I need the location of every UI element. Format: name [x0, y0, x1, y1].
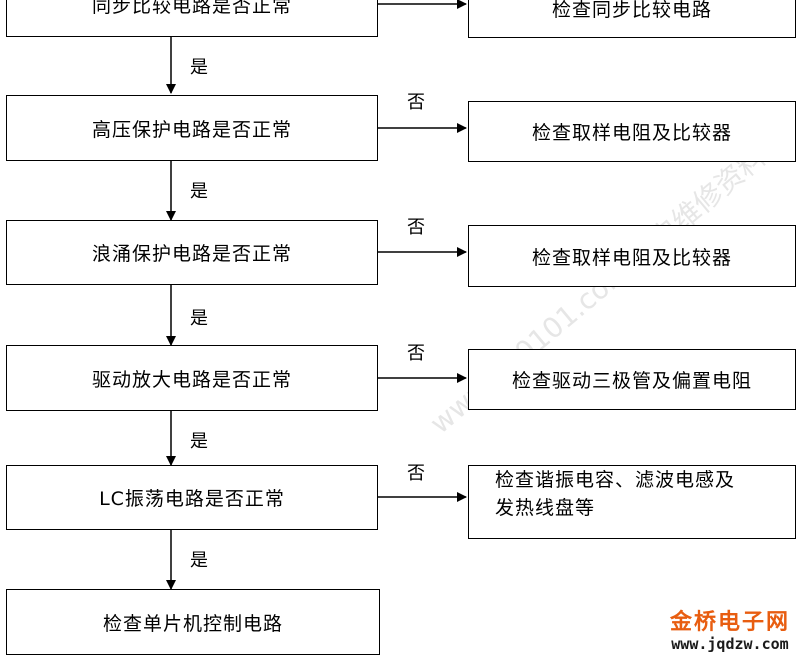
no-label-5: 否 [407, 463, 425, 484]
yes-label-4: 是 [190, 431, 208, 452]
yes-label-5: 是 [190, 550, 208, 571]
check-text-line-2: 发热线盘等 [495, 497, 596, 519]
check-box-surge: 检查取样电阻及比较器 [468, 225, 796, 287]
check-box-sync-compare: 检查同步比较电路 [468, 0, 796, 38]
no-label-3: 否 [407, 217, 425, 238]
yes-label-3: 是 [190, 308, 208, 329]
site-logo: 金桥电子网 www.jqdzw.com [670, 611, 790, 652]
brand-url: www.jqdzw.com [671, 634, 789, 653]
yes-label-2: 是 [190, 181, 208, 202]
check-box-lc-oscillator: 检查谐振电容、滤波电感及 发热线盘等 [468, 465, 796, 539]
yes-label-1: 是 [190, 57, 208, 78]
question-box-surge: 浪涌保护电路是否正常 [6, 220, 378, 285]
brand-name: 金桥电子网 [669, 610, 790, 636]
question-box-high-voltage: 高压保护电路是否正常 [6, 95, 378, 161]
question-box-lc-oscillator: LC振荡电路是否正常 [6, 465, 378, 530]
no-label-2: 否 [407, 92, 425, 113]
no-label-4: 否 [407, 343, 425, 364]
question-box-drive-amp: 驱动放大电路是否正常 [6, 345, 378, 411]
check-box-high-voltage: 检查取样电阻及比较器 [468, 101, 796, 162]
check-text-line-1: 检查谐振电容、滤波电感及 [495, 469, 736, 491]
check-box-drive-amp: 检查驱动三极管及偏置电阻 [468, 349, 796, 410]
final-box-mcu-control: 检查单片机控制电路 [6, 589, 380, 655]
question-box-sync-compare: 同步比较电路是否正常 [6, 0, 378, 37]
